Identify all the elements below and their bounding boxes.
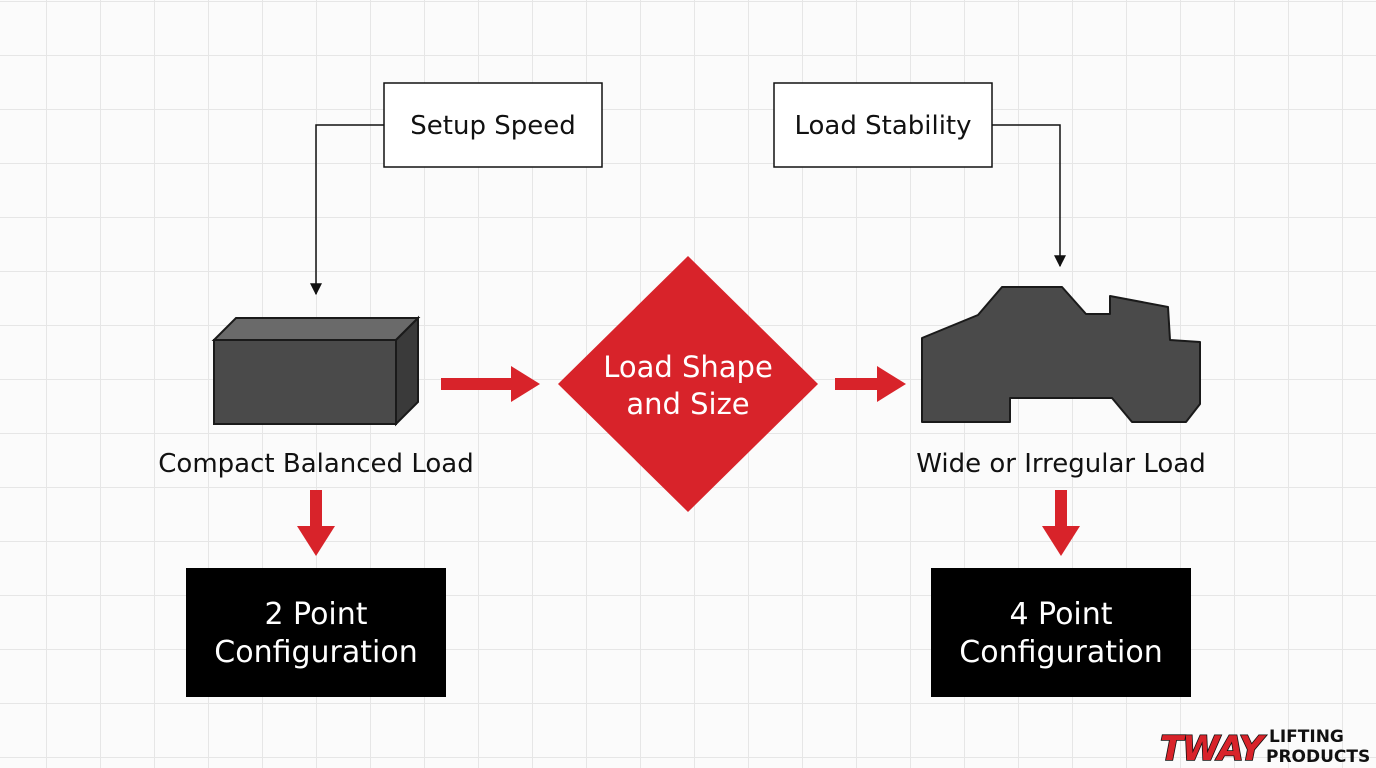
decision-diamond: Load Shape and Size <box>558 256 818 512</box>
config-2-point-line1: 2 Point <box>264 597 367 632</box>
compact-load-box-icon <box>211 315 421 427</box>
arrow-down-icon <box>1042 490 1080 556</box>
config-4-point-line1: 4 Point <box>1009 597 1112 632</box>
factor-box-load-stability: Load Stability <box>773 82 993 168</box>
arrow-right-icon <box>441 366 540 402</box>
logo-brand: TWAY <box>1160 729 1267 768</box>
decision-label-line2: and Size <box>626 387 749 421</box>
arrow-down-icon <box>297 490 335 556</box>
load-label-irregular: Wide or Irregular Load <box>916 449 1205 479</box>
connector-setup-speed <box>310 124 384 296</box>
decision-label-line1: Load Shape <box>603 350 773 384</box>
connector-load-stability <box>992 124 1066 268</box>
config-box-4-point: 4 Point Configuration <box>931 568 1191 697</box>
config-4-point-line2: Configuration <box>959 635 1162 670</box>
logo-line1: LIFTING <box>1269 727 1344 747</box>
load-label-compact: Compact Balanced Load <box>158 449 473 479</box>
tway-logo: TWAY LIFTING PRODUCTS <box>1159 727 1370 768</box>
config-box-2-point: 2 Point Configuration <box>186 568 446 697</box>
factor-label-load-stability: Load Stability <box>794 111 971 141</box>
factor-box-setup-speed: Setup Speed <box>383 82 603 168</box>
arrow-right-icon <box>835 366 906 402</box>
factor-label-setup-speed: Setup Speed <box>410 111 575 141</box>
config-2-point-line2: Configuration <box>214 635 417 670</box>
logo-line2: PRODUCTS <box>1266 747 1370 767</box>
irregular-load-shape-icon <box>921 286 1201 423</box>
